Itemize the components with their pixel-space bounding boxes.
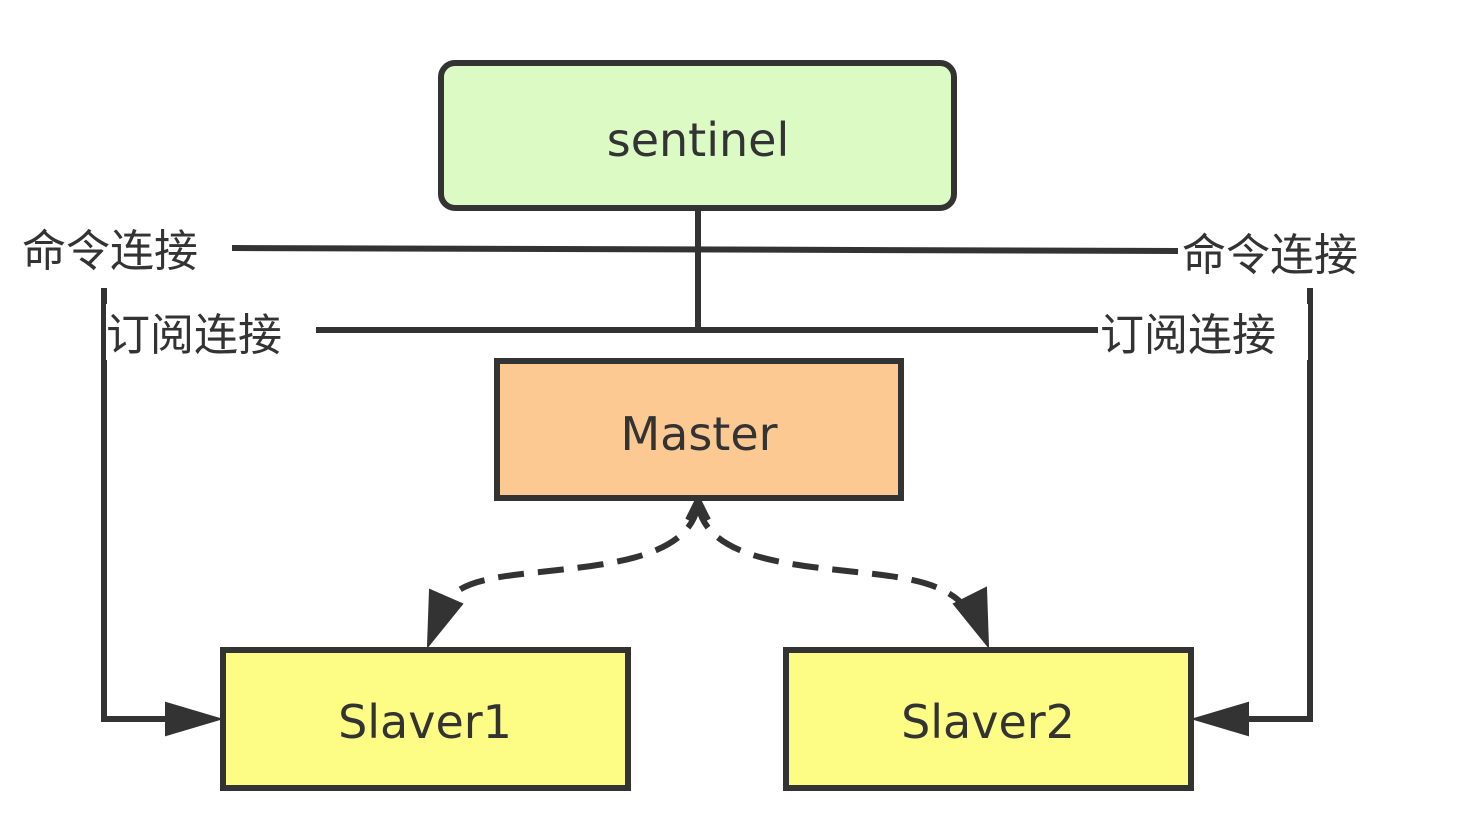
slaver1-arrowhead — [165, 701, 224, 737]
connections — [101, 210, 1313, 737]
right-command-label: 命令连接 — [1182, 230, 1358, 281]
master-label: Master — [620, 407, 777, 461]
left-connection-line — [101, 288, 168, 722]
left-command-label: 命令连接 — [22, 226, 198, 277]
sentinel-box — [438, 60, 957, 211]
sentinel-node: sentinel — [438, 60, 957, 211]
slaver1-label: Slaver1 — [338, 695, 512, 749]
slaver1-node: Slaver1 — [220, 647, 631, 791]
left-command-label-bg — [20, 222, 232, 278]
replication-arrowhead-slaver2 — [952, 586, 990, 649]
slaver1-box — [220, 647, 631, 791]
slaver2-box — [783, 647, 1194, 791]
left-subscribe-label-bg — [106, 304, 316, 360]
replication-line-slaver1 — [442, 503, 701, 611]
right-subscribe-label: 订阅连接 — [1100, 310, 1276, 361]
right-command-label-bg — [1178, 225, 1390, 281]
slaver2-label: Slaver2 — [901, 695, 1075, 749]
right-subscribe-label-bg — [1098, 304, 1308, 360]
replication-arrowhead-slaver1 — [426, 588, 464, 649]
replication-line-slaver2 — [695, 503, 971, 612]
slaver2-node: Slaver2 — [783, 647, 1194, 791]
left-subscribe-label: 订阅连接 — [106, 310, 282, 361]
right-connection-line — [1246, 288, 1313, 722]
command-connection-line — [231, 245, 1179, 254]
master-node: Master — [494, 358, 904, 501]
slaver2-arrowhead — [1190, 701, 1249, 737]
edge-labels: 命令连接 订阅连接 命令连接 订阅连接 — [20, 222, 1390, 361]
master-box — [494, 358, 904, 501]
sentinel-label: sentinel — [607, 113, 789, 167]
